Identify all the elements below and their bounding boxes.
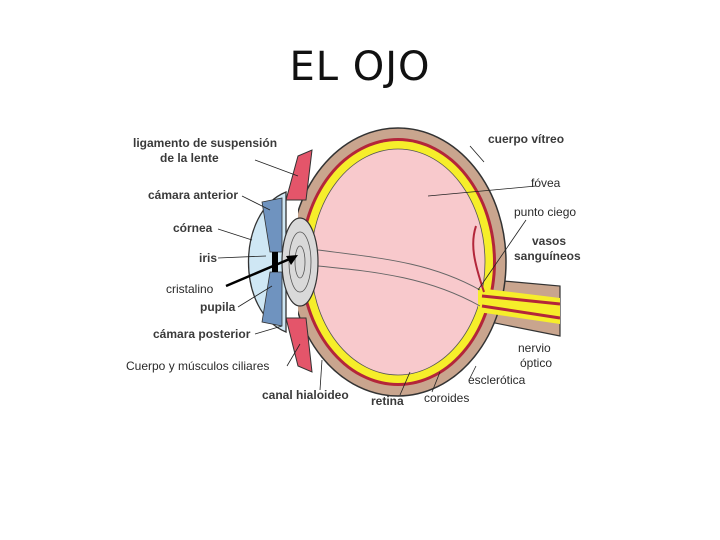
label-choroid: coroides xyxy=(424,391,469,405)
label-optic-nerve-2: óptico xyxy=(520,356,552,370)
label-vessels-1: vasos xyxy=(532,234,566,248)
pupil xyxy=(272,252,278,272)
label-anterior-chamber: cámara anterior xyxy=(148,188,238,202)
label-lens: cristalino xyxy=(166,282,214,296)
leader-lines xyxy=(217,145,537,396)
lens-arrow-head xyxy=(286,255,298,265)
label-vitreous: cuerpo vítreo xyxy=(488,132,564,146)
label-optic-nerve-1: nervio xyxy=(518,341,551,355)
label-sclera: esclerótica xyxy=(468,373,526,387)
slide-title: EL OJO xyxy=(289,44,431,90)
label-vessels-2: sanguíneos xyxy=(514,249,581,263)
vitreous-body xyxy=(310,148,486,376)
label-fovea: fóvea xyxy=(531,176,561,190)
lens xyxy=(281,217,319,307)
label-suspensory-ligament-1: ligamento de suspensión xyxy=(133,136,277,150)
label-suspensory-ligament-2: de la lente xyxy=(160,151,219,165)
label-retina: retina xyxy=(371,394,404,408)
lens-arrow xyxy=(225,256,293,288)
blood-vessel-branch xyxy=(472,225,485,293)
label-iris: iris xyxy=(199,251,217,265)
label-posterior-chamber: cámara posterior xyxy=(153,327,251,341)
label-cornea: córnea xyxy=(173,221,213,235)
label-hyaloid-canal: canal hialoideo xyxy=(262,388,349,402)
hyaloid-canal xyxy=(317,249,481,307)
label-blind-spot: punto ciego xyxy=(514,205,576,219)
label-ciliary: Cuerpo y músculos ciliares xyxy=(126,359,269,373)
lens-ring xyxy=(288,231,312,293)
lens-ring-inner xyxy=(294,245,306,279)
label-pupil: pupila xyxy=(200,300,236,314)
blood-vessels xyxy=(481,294,561,320)
ciliary-body-upper xyxy=(285,149,313,201)
